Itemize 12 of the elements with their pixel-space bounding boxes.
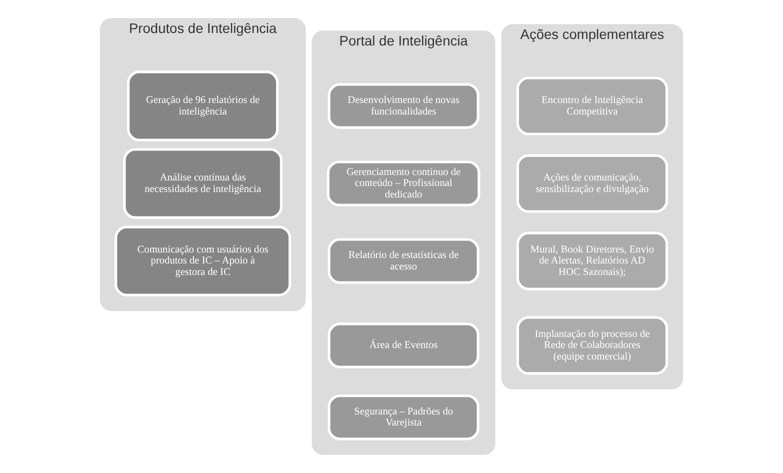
node-box: Implantação do processo de Rede de Colaboradores (equipe comercial) xyxy=(516,316,668,375)
node-box: Comunicação com usuários dos produtos de IC – Apoio à gestora de IC xyxy=(114,226,292,296)
node-box: Geração de 96 relatórios de inteligência xyxy=(127,70,279,142)
node-box: Análise contínua das necessidades de inteligência xyxy=(123,148,283,219)
node-box: Segurança – Padrões do Varejista xyxy=(328,394,480,440)
node-box: Mural, Book Diretores, Envio de Alertas, Relatórios AD HOC Sazonais); xyxy=(516,232,668,290)
node-box: Relatório de estatísticas de acesso xyxy=(328,238,480,284)
node-box: Ações de comunicação, sensibilização e divulgação xyxy=(516,154,668,213)
node-box: Área de Eventos xyxy=(328,322,480,368)
node-box: Desenvolvimento de novas funcionalidades xyxy=(328,83,480,129)
node-box: Gerenciamento contínuo de conteúdo – Profissional dedicado xyxy=(326,160,480,206)
node-box: Encontro de Inteligência Competitiva xyxy=(516,76,668,136)
